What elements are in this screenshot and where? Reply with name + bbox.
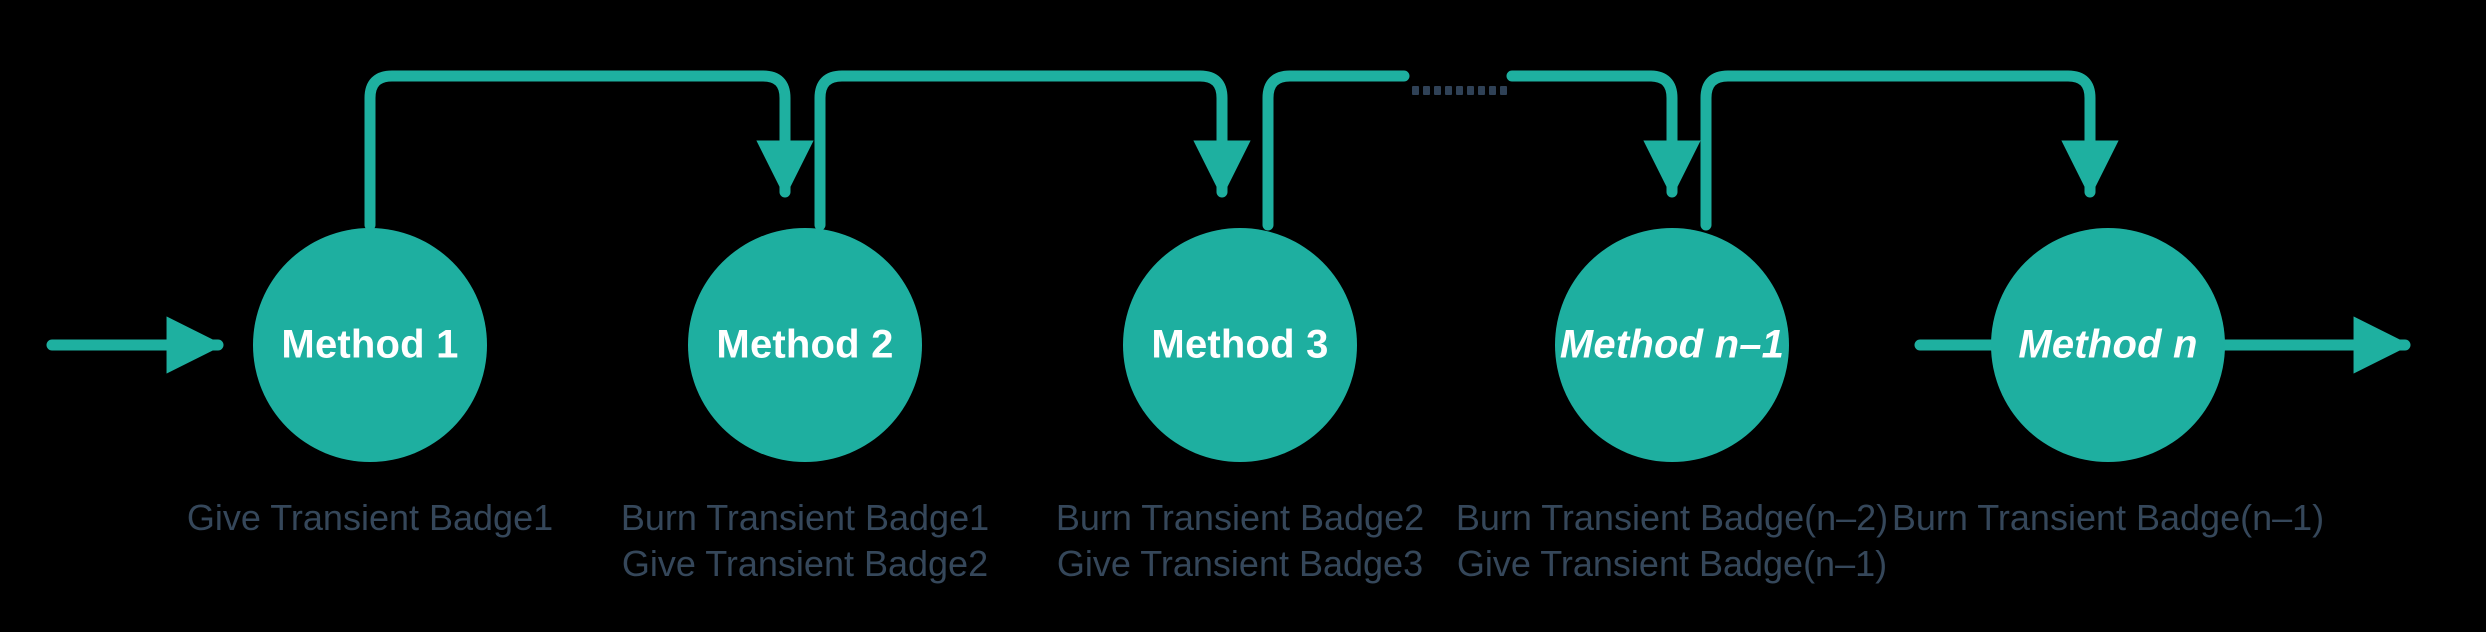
caption-line: Give Transient Badge1 xyxy=(186,497,554,538)
caption-line: Burn Transient Badge1 xyxy=(620,497,990,538)
caption-method-1: Give Transient Badge1 xyxy=(187,495,553,541)
node-circle-method-2[interactable] xyxy=(688,228,922,462)
caption-method-n: Burn Transient Badge(n–1) xyxy=(1892,495,2324,541)
caption-line: Give Transient Badge3 xyxy=(1056,543,1424,584)
connector-method3-to-methodn1-right xyxy=(1506,70,1701,198)
caption-line: Burn Transient Badge2 xyxy=(1055,497,1425,538)
caption-line: Burn Transient Badge(n–1) xyxy=(1891,497,2325,538)
node-circle-method-3[interactable] xyxy=(1123,228,1357,462)
node-circle-method-1[interactable] xyxy=(253,228,487,462)
caption-line: Burn Transient Badge(n–2) xyxy=(1455,497,1889,538)
connector-method1-to-method2 xyxy=(364,70,814,231)
caption-line: Give Transient Badge2 xyxy=(621,543,989,584)
caption-method-3: Burn Transient Badge2 Give Transient Bad… xyxy=(1056,495,1424,587)
chain-ellipsis xyxy=(1412,86,1507,95)
caption-method-n-1: Burn Transient Badge(n–2) Give Transient… xyxy=(1456,495,1888,587)
node-circle-group xyxy=(253,228,2225,462)
connector-method2-to-method3 xyxy=(814,70,1251,231)
caption-line: Give Transient Badge(n–1) xyxy=(1456,543,1888,584)
connector-methodn1-to-methodn xyxy=(1700,70,2119,231)
node-circle-method-n[interactable] xyxy=(1991,228,2225,462)
connector-group xyxy=(364,70,2119,231)
node-circle-method-n-1[interactable] xyxy=(1555,228,1789,462)
connector-method3-to-methodn1-left xyxy=(1262,70,1410,231)
caption-method-2: Burn Transient Badge1 Give Transient Bad… xyxy=(621,495,989,587)
